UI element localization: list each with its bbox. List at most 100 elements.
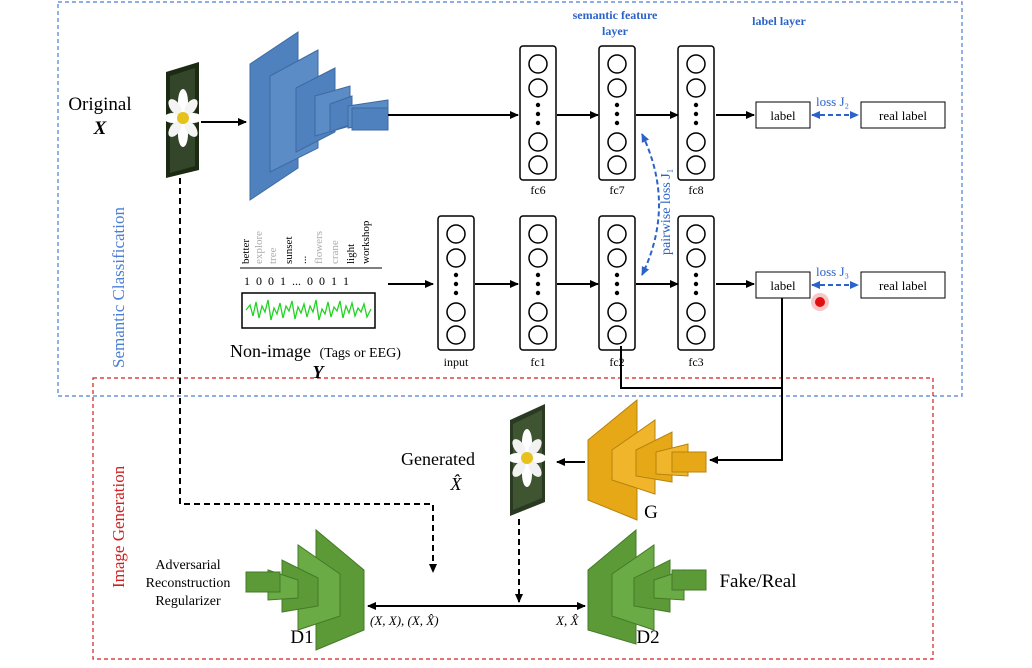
fc3-column-neuron-0 xyxy=(686,224,706,244)
loss-j3-text: loss J₃ xyxy=(816,264,849,279)
nonimage-symbol: Y xyxy=(313,362,326,382)
fc3-column-ellipsis-dot-0 xyxy=(693,272,699,278)
fc3-column xyxy=(677,215,715,351)
fc7-column-neuron-1 xyxy=(607,78,627,98)
fc1-column-neuron-2 xyxy=(528,302,548,322)
fc6-column-neuron-1 xyxy=(528,78,548,98)
input-column xyxy=(437,215,475,351)
cnn-encoder-block xyxy=(249,31,389,201)
input-column-ellipsis-dot-0 xyxy=(453,272,459,278)
d2-pairs-text: X, X̂ xyxy=(555,613,579,628)
fc6-column-neuron-3 xyxy=(528,155,548,175)
nonimage-label: Non-image (Tags or EEG) xyxy=(230,341,401,361)
input-column-neuron-0 xyxy=(446,224,466,244)
fc-layer-columns xyxy=(437,45,715,351)
tag-word-2: tree xyxy=(267,247,279,264)
fc1-column xyxy=(519,215,557,351)
pointer-dot xyxy=(811,293,829,311)
input-column-ellipsis-dot-1 xyxy=(453,281,459,287)
label-layer-header: label layer xyxy=(752,14,806,28)
fc6-column-ellipsis-dot-0 xyxy=(535,102,541,108)
tag-word-1: explore xyxy=(253,231,265,264)
label-box-top xyxy=(755,101,811,129)
generation-region-border xyxy=(92,377,934,660)
fc8-column xyxy=(677,45,715,181)
fc6-column-ellipsis-dot-1 xyxy=(535,111,541,117)
real-label-top-text: real label xyxy=(879,108,927,123)
fc1-column-neuron-1 xyxy=(528,248,548,268)
generator-block xyxy=(587,398,707,521)
original-label: Original xyxy=(68,94,131,115)
fc7-column-neuron-0 xyxy=(607,54,627,74)
fc1-column-ellipsis-dot-2 xyxy=(535,290,541,296)
fc2-column xyxy=(598,215,636,351)
input-column-ellipsis-dot-2 xyxy=(453,290,459,296)
tag-word-0: better xyxy=(240,239,252,264)
label-box-bottom xyxy=(755,271,811,299)
fc1-column-ellipsis-dot-0 xyxy=(535,272,541,278)
dashed-original-to-d1 xyxy=(179,178,437,573)
real-label-box-top xyxy=(860,101,946,129)
fc3-column-ellipsis-dot-2 xyxy=(693,290,699,296)
loss-j2-text: loss J₂ xyxy=(816,94,849,109)
fc6-column-ellipsis-dot-2 xyxy=(535,120,541,126)
label-bottom-text: label xyxy=(770,278,796,293)
fc8-column-ellipsis-dot-2 xyxy=(693,120,699,126)
fc6-column-neuron-2 xyxy=(528,132,548,152)
fc8-column-neuron-2 xyxy=(686,132,706,152)
fc8-column-ellipsis-dot-0 xyxy=(693,102,699,108)
tag-word-8: workshop xyxy=(360,220,372,264)
semantic-feature-header-line1: semantic feature xyxy=(573,8,658,22)
fc2-column-neuron-3 xyxy=(607,325,627,345)
generated-symbol: X̂ xyxy=(450,474,463,494)
fc2-column-ellipsis-dot-2 xyxy=(614,290,620,296)
fc2-column-ellipsis-dot-1 xyxy=(614,281,620,287)
fc7-column-ellipsis-dot-0 xyxy=(614,102,620,108)
fc2-column-neuron-0 xyxy=(607,224,627,244)
tag-word-4: ... xyxy=(297,256,309,265)
tag-word-6: crane xyxy=(329,240,341,264)
fc7-column-neuron-2 xyxy=(607,132,627,152)
fc8-column-neuron-1 xyxy=(686,78,706,98)
fc7-label: fc7 xyxy=(609,183,624,197)
eeg-signal-box xyxy=(241,292,376,329)
fc2-label: fc2 xyxy=(609,355,624,369)
fc8-column-neuron-3 xyxy=(686,155,706,175)
real-label-box-bottom xyxy=(860,271,946,299)
d1-pairs-text: (X, X), (X, X̂) xyxy=(370,613,439,628)
tag-bits: 1 0 0 1 ... 0 0 1 1 xyxy=(244,274,349,288)
semantic-region-border xyxy=(57,1,963,397)
fc1-label: fc1 xyxy=(530,355,545,369)
fc7-column-neuron-3 xyxy=(607,155,627,175)
real-label-bottom-text: real label xyxy=(879,278,927,293)
image-generation-label: Image Generation xyxy=(109,465,128,588)
fc7-column xyxy=(598,45,636,181)
fc1-column-neuron-0 xyxy=(528,224,548,244)
fc2-column-neuron-2 xyxy=(607,302,627,322)
d1-caption-line3: Regularizer xyxy=(155,594,221,609)
fc6-label: fc6 xyxy=(530,183,545,197)
discriminator-d2-block xyxy=(587,528,707,645)
fc1-column-ellipsis-dot-1 xyxy=(535,281,541,287)
semantic-feature-header-line2: layer xyxy=(602,24,629,38)
d1-label: D1 xyxy=(290,627,313,648)
fc8-label: fc8 xyxy=(688,183,703,197)
pairwise-loss-arrow xyxy=(641,133,660,276)
tag-word-5: flowers xyxy=(313,231,325,264)
tag-word-3: sunset xyxy=(283,237,295,265)
fake-real-label: Fake/Real xyxy=(719,571,796,592)
input-column-neuron-2 xyxy=(446,302,466,322)
d2-label: D2 xyxy=(636,627,659,648)
original-symbol: X xyxy=(93,118,108,139)
pairwise-loss-text: pairwise loss J₁ xyxy=(659,168,674,255)
d1-caption-line2: Reconstruction xyxy=(146,576,231,591)
nonimage-label-paren: (Tags or EEG) xyxy=(319,346,401,361)
input-column-neuron-1 xyxy=(446,248,466,268)
fc6-column xyxy=(519,45,557,181)
tag-word-7: light xyxy=(345,244,357,264)
input-layer-label: input xyxy=(444,355,469,369)
original-image-thumbnail xyxy=(164,62,202,178)
